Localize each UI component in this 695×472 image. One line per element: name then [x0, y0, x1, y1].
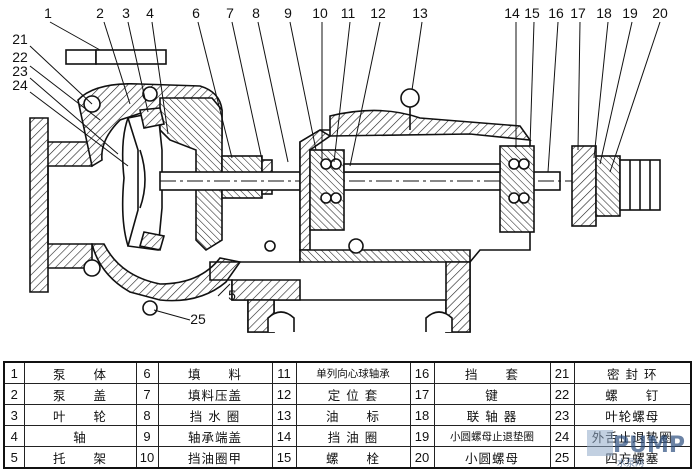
- callout-14: 14: [504, 5, 520, 21]
- part-number: 9: [135, 425, 159, 447]
- coupling: [571, 145, 661, 227]
- watermark-brand: PUMP: [613, 433, 685, 458]
- part-name: 叶 轮: [23, 404, 137, 426]
- part-number: 10: [135, 446, 159, 469]
- part-name: 填 料: [157, 361, 273, 384]
- part-number: 25: [549, 446, 575, 469]
- part-number: 22: [549, 383, 575, 405]
- part-name: 联 轴 器: [433, 404, 551, 426]
- part-name: 挡 套: [433, 361, 551, 384]
- callout-25: 25: [190, 311, 206, 327]
- watermark-sub: 水泵网: [617, 457, 644, 469]
- part-name: 螺 钉: [573, 383, 692, 405]
- part-name: 轴: [23, 425, 137, 447]
- part-name: 轴承端盖: [157, 425, 273, 447]
- callout-15: 15: [524, 5, 540, 21]
- part-name: 单列向心球轴承: [295, 361, 411, 384]
- part-number: 7: [135, 383, 159, 405]
- part-name: 螺 栓: [295, 446, 411, 469]
- part-name: 密 封 环: [573, 361, 692, 384]
- part-number: 23: [549, 404, 575, 426]
- part-name: 泵 体: [23, 361, 137, 384]
- part-number: 20: [409, 446, 435, 469]
- part-name: 油 标: [295, 404, 411, 426]
- part-name: 键: [433, 383, 551, 405]
- callout-6: 6: [192, 5, 200, 21]
- part-number: 2: [3, 383, 25, 405]
- callout-19: 19: [622, 5, 638, 21]
- part-number: 24: [549, 425, 575, 447]
- callout-7: 7: [226, 5, 234, 21]
- part-number: 17: [409, 383, 435, 405]
- callout-3: 3: [122, 5, 130, 21]
- part-name: 泵 盖: [23, 383, 137, 405]
- callout-24: 24: [12, 77, 28, 93]
- callout-23: 23: [12, 63, 28, 79]
- callout-18: 18: [596, 5, 612, 21]
- part-number: 8: [135, 404, 159, 426]
- part-name: 挡 油 圈: [295, 425, 411, 447]
- callout-10: 10: [312, 5, 328, 21]
- part-number: 15: [271, 446, 297, 469]
- part-number: 18: [409, 404, 435, 426]
- part-name: 挡油圈甲: [157, 446, 273, 469]
- leader-lines: [29, 21, 661, 321]
- pump-watermark-logo: PUMP 水泵网: [587, 430, 685, 469]
- callout-21: 21: [12, 31, 28, 47]
- part-number: 13: [271, 404, 297, 426]
- callout-11: 11: [341, 5, 356, 21]
- part-name: 定 位 套: [295, 383, 411, 405]
- callout-20: 20: [652, 5, 668, 21]
- callout-13: 13: [412, 5, 428, 21]
- part-number: 16: [409, 361, 435, 384]
- part-number: 12: [271, 383, 297, 405]
- callout-12: 12: [370, 5, 386, 21]
- callout-4: 4: [146, 5, 154, 21]
- part-name: 托 架: [23, 446, 137, 469]
- part-number: 14: [271, 425, 297, 447]
- bearing-bracket: [209, 88, 535, 333]
- callout-8: 8: [252, 5, 260, 21]
- part-name: 小圆螺母止退垫圈: [433, 425, 551, 447]
- callout-1: 1: [44, 5, 52, 21]
- callout-9: 9: [284, 5, 292, 21]
- callout-16: 16: [548, 5, 564, 21]
- part-number: 5: [3, 446, 25, 469]
- part-name: 挡 水 圈: [157, 404, 273, 426]
- part-number: 6: [135, 361, 159, 384]
- part-name: 填料压盖: [157, 383, 273, 405]
- callout-5: 5: [228, 287, 236, 303]
- part-number: 11: [271, 361, 297, 384]
- callout-22: 22: [12, 49, 28, 65]
- callout-2: 2: [96, 5, 104, 21]
- part-name: 小圆螺母: [433, 446, 551, 469]
- part-number: 19: [409, 425, 435, 447]
- part-number: 3: [3, 404, 25, 426]
- part-number: 1: [3, 361, 25, 384]
- part-number: 21: [549, 361, 575, 384]
- callout-17: 17: [570, 5, 586, 21]
- part-number: 4: [3, 425, 25, 447]
